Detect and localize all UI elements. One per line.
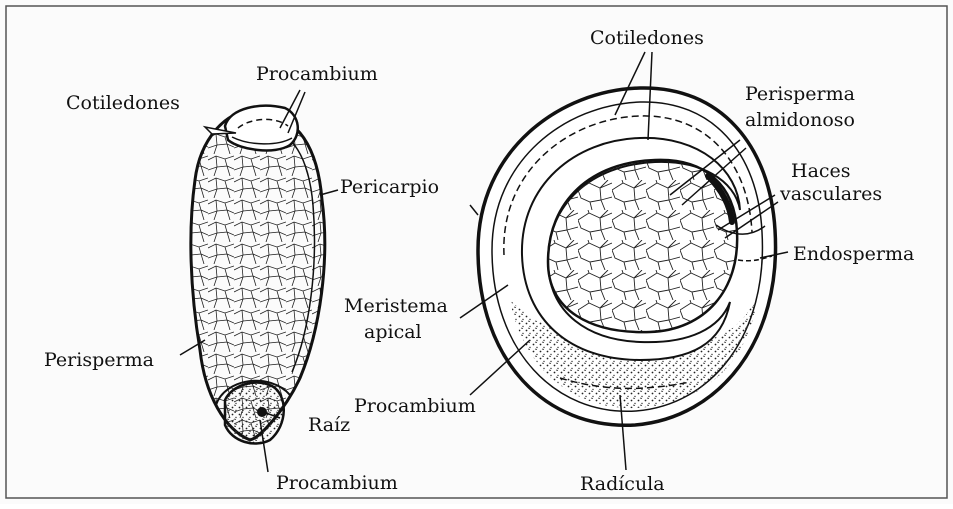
label-right-perisperma-line1: Perisperma [745, 83, 855, 105]
right-seed-cross-section [478, 88, 776, 425]
label-right-procambium: Procambium [354, 395, 476, 417]
label-right-haces-line2: vasculares [779, 183, 882, 205]
label-left-perisperma: Perisperma [44, 349, 154, 371]
left-procambium-dot [257, 407, 267, 417]
label-right-cotiledones: Cotiledones [590, 27, 704, 49]
label-right-perisperma-line2: almidonoso [745, 109, 855, 131]
label-right-endosperma: Endosperma [793, 243, 914, 265]
label-left-cotiledones: Cotiledones [66, 92, 180, 114]
label-left-pericarpio: Pericarpio [340, 176, 439, 198]
label-right-haces-line1: Haces [791, 160, 851, 182]
label-left-procambium-top: Procambium [256, 63, 378, 85]
label-right-radicula: Radícula [580, 473, 665, 495]
label-right-meristema-line1: Meristema [344, 295, 448, 317]
label-left-raiz: Raíz [308, 414, 350, 436]
label-left-procambium-bottom: Procambium [276, 472, 398, 494]
left-root-region [225, 383, 284, 444]
label-right-meristema-line2: apical [364, 321, 422, 343]
